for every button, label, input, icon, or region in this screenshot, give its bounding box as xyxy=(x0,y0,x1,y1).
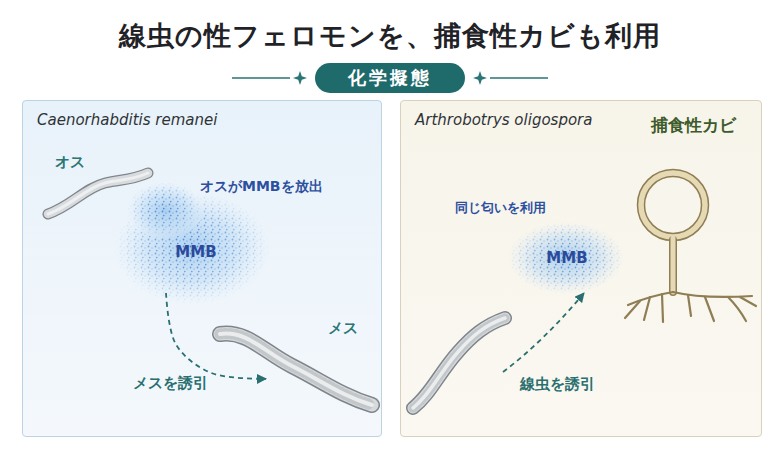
stalk xyxy=(671,238,676,292)
ornament-line xyxy=(490,77,548,79)
node-text: MMB xyxy=(517,249,617,267)
annotation: 線虫を誘引 xyxy=(520,375,595,393)
sparkle xyxy=(473,71,487,85)
node-text: オス xyxy=(55,153,85,171)
pheromone-cloud: MMB xyxy=(517,227,617,291)
sparkle xyxy=(293,71,307,85)
trap-fungus: 捕食性カビ xyxy=(629,113,757,331)
worm xyxy=(48,173,148,214)
node-text: 捕食性カビ xyxy=(651,115,736,135)
pheromone-haze xyxy=(505,220,630,300)
fungus-trap xyxy=(625,173,756,322)
trap-ring-outline xyxy=(641,173,705,237)
diagram-title: 線虫の性フェロモンを、捕食性カビも利用 xyxy=(0,20,780,52)
worm-shine xyxy=(413,318,505,408)
haze-dots xyxy=(505,220,630,300)
worm xyxy=(220,334,372,405)
annotation: 同じ匂いを利用 xyxy=(455,200,546,216)
worm-outline xyxy=(413,318,505,408)
worm-shine xyxy=(48,173,148,214)
worm-rings xyxy=(413,318,505,408)
node-text: 化学擬態 xyxy=(315,63,465,93)
hyphae xyxy=(625,292,756,322)
hypha xyxy=(740,297,756,306)
worm-body xyxy=(413,318,505,408)
hypha xyxy=(728,297,746,321)
male-worm: オス xyxy=(41,151,151,226)
trap-ring xyxy=(641,173,705,237)
ornament-line xyxy=(232,77,290,79)
hypha xyxy=(644,297,650,320)
worm-rings xyxy=(220,334,372,405)
attraction-arrow xyxy=(503,293,584,372)
female-worm: メス xyxy=(266,319,381,414)
annotation: オスがMMBを放出 xyxy=(200,178,323,195)
hypha xyxy=(705,297,714,321)
hypha xyxy=(625,301,640,318)
node-text: メス xyxy=(328,319,358,337)
hypha xyxy=(662,294,663,322)
worm-body xyxy=(48,173,148,214)
panel-fill xyxy=(23,101,382,437)
attraction-arrow xyxy=(166,293,266,379)
node-text: MMB xyxy=(136,243,256,261)
connector-label: メスを誘引 xyxy=(133,374,208,392)
worm-shine xyxy=(220,334,372,405)
title-pill: 化学擬態 xyxy=(315,63,465,93)
worm xyxy=(413,318,505,408)
pheromone-cloud: MMB xyxy=(136,213,256,293)
node-text: Arthrobotrys oligospora xyxy=(415,111,592,129)
panel-fill xyxy=(401,101,762,437)
node-text: Caenorhabditis remanei xyxy=(37,111,217,129)
worm-outline xyxy=(220,334,372,405)
hypha xyxy=(688,295,691,316)
worm-body xyxy=(220,334,372,405)
worm-outline xyxy=(48,173,148,214)
